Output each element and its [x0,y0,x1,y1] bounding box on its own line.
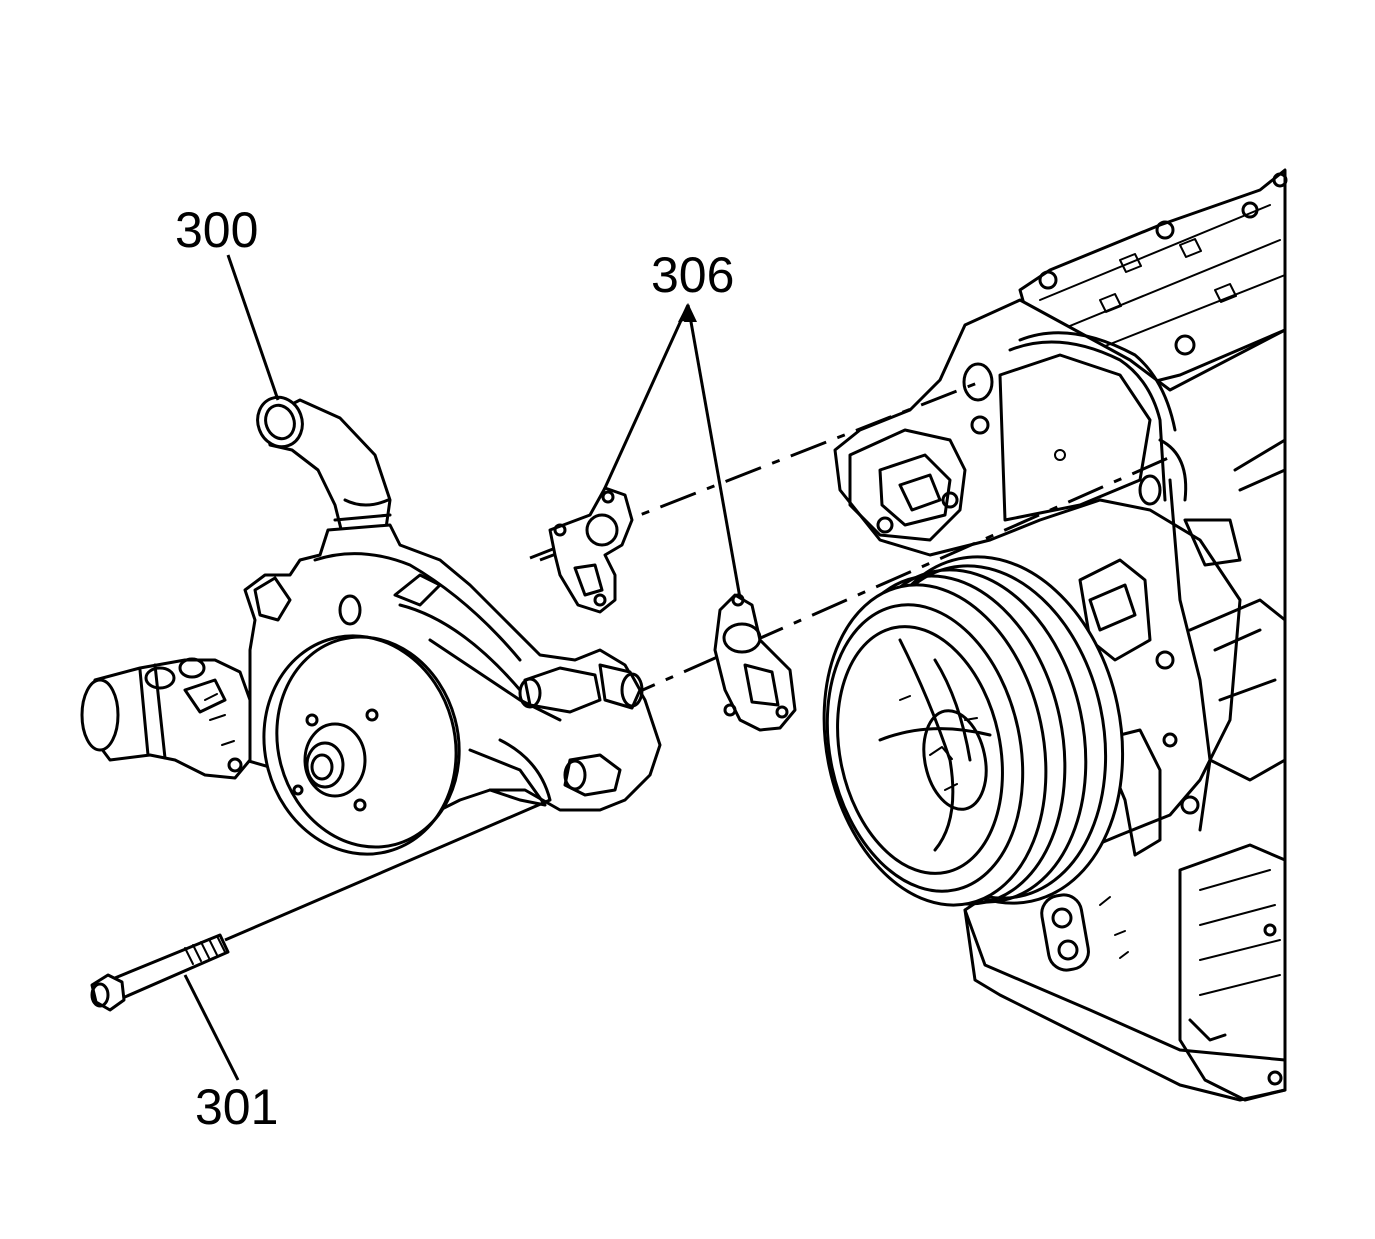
leader-306-lower [686,304,742,599]
leader-306-upper [602,304,690,491]
gasket-lower [713,593,797,732]
bolt [90,933,230,1012]
callout-301: 301 [195,1079,278,1135]
bolt-alignment-line [224,798,551,942]
arrowhead-306-b [684,303,697,322]
callout-306: 306 [651,247,734,303]
crankshaft-balancer [822,555,1125,907]
gasket-upper [548,486,634,614]
leader-301 [183,974,240,1081]
leader-300 [226,254,280,401]
engine-front-assembly [833,168,1288,1102]
water-pump [80,395,662,856]
callout-300: 300 [175,202,258,258]
leader-lines [183,254,742,1081]
